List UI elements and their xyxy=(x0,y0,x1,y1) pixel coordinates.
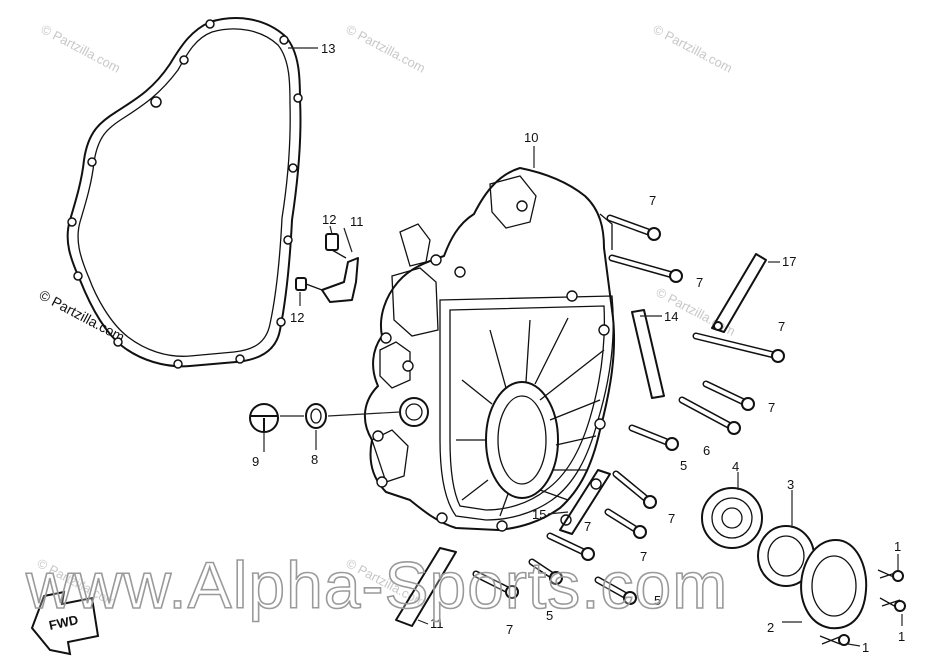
bolt-head xyxy=(505,585,519,599)
bolt-head xyxy=(741,397,755,411)
bolt-shaft-fill xyxy=(608,216,656,236)
watermark-text: © Partzilla.com xyxy=(651,21,735,75)
watermark-text: © Partzilla.com xyxy=(39,21,123,75)
bearing-4 xyxy=(701,487,763,549)
callout-6: 6 xyxy=(703,443,710,458)
crankcase-cover-10 xyxy=(363,167,616,532)
fwd-label: FWD xyxy=(48,612,80,633)
bolt-shaft-fill xyxy=(704,382,750,406)
callout-8: 8 xyxy=(311,452,318,467)
callout-1: 1 xyxy=(862,640,869,655)
callout-15: 15 xyxy=(532,507,546,522)
dowel-plate-17 xyxy=(711,253,767,333)
callout-9: 9 xyxy=(252,454,259,469)
bolt-head xyxy=(727,421,741,435)
bracket-11 xyxy=(295,233,359,303)
callout-7: 7 xyxy=(640,549,647,564)
callout-12: 12 xyxy=(322,212,336,227)
dowel-plate-14 xyxy=(631,309,665,399)
forward-direction-arrow: FWD xyxy=(30,590,100,656)
callout-11: 11 xyxy=(430,616,444,631)
leader-lines xyxy=(263,47,903,647)
gasket-13 xyxy=(66,17,303,369)
bolt-head xyxy=(647,227,661,241)
bolt-shaft-fill xyxy=(610,256,678,278)
callout-5: 5 xyxy=(680,458,687,473)
callout-7: 7 xyxy=(506,622,513,637)
callout-7: 7 xyxy=(649,193,656,208)
callout-10: 10 xyxy=(524,130,538,145)
callout-3: 3 xyxy=(787,477,794,492)
bolt-head xyxy=(665,437,679,451)
brand-watermark: www.Alpha-Sports.com xyxy=(25,548,728,622)
oring-8 xyxy=(305,403,327,429)
callout-7: 7 xyxy=(696,275,703,290)
callout-5: 5 xyxy=(654,593,661,608)
bolt-head xyxy=(623,591,637,605)
plate-2 xyxy=(800,538,868,630)
callout-7: 7 xyxy=(768,400,775,415)
callout-13: 13 xyxy=(321,41,335,56)
callout-14: 14 xyxy=(664,309,678,324)
callout-4: 4 xyxy=(732,459,739,474)
bolt-head xyxy=(633,525,647,539)
callout-11: 11 xyxy=(350,214,364,229)
bolt-head xyxy=(549,571,563,585)
plug-9 xyxy=(249,403,279,433)
callout-7: 7 xyxy=(584,519,591,534)
bolt-head xyxy=(771,349,785,363)
screws-1 xyxy=(819,569,906,646)
callout-7: 7 xyxy=(668,511,675,526)
bolt-shaft-fill xyxy=(548,534,590,556)
callout-17: 17 xyxy=(782,254,796,269)
bolt-head xyxy=(581,547,595,561)
bolt-head xyxy=(669,269,683,283)
cover-bolts xyxy=(472,214,785,605)
bolt-shaft-fill xyxy=(694,334,780,358)
callout-numbers: 13 10 12 11 12 9 8 7 7 7 7 7 7 7 7 17 14… xyxy=(252,41,905,655)
dowel-plate-11 xyxy=(395,547,457,627)
callout-7: 7 xyxy=(778,319,785,334)
callout-12: 12 xyxy=(290,310,304,325)
callout-1: 1 xyxy=(898,629,905,644)
callout-1: 1 xyxy=(894,539,901,554)
bolt-head xyxy=(643,495,657,509)
watermark-text-dark: © Partzilla.com xyxy=(37,287,128,345)
bolt-shaft-fill xyxy=(680,398,736,430)
callout-5: 5 xyxy=(546,608,553,623)
dowel-plate-15 xyxy=(559,469,611,535)
callout-2: 2 xyxy=(767,620,774,635)
bolt-shaft-fill xyxy=(630,426,674,446)
bolt-shaft-fill xyxy=(614,472,652,504)
watermark-text: © Partzilla.com xyxy=(344,21,428,75)
